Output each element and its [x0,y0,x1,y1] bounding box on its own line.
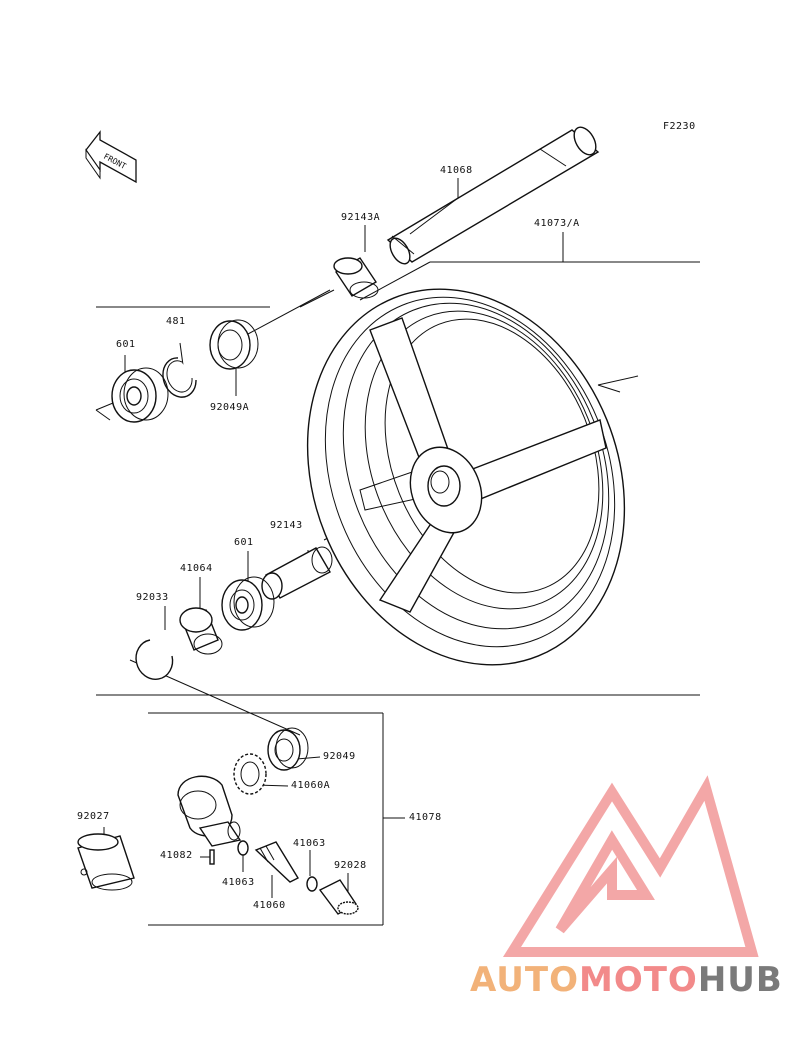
label-601-upper: 601 [116,339,136,350]
collar-92027 [77,833,135,891]
label-92028: 92028 [334,860,367,871]
circlip-92033 [135,639,174,680]
label-41063-a: 41063 [222,877,255,888]
watermark-logo [502,775,759,957]
label-601-lower: 601 [234,537,254,548]
collar-92143 [261,546,333,600]
label-41082: 41082 [160,850,193,861]
gear-41060a [233,753,267,795]
label-41060: 41060 [253,900,286,911]
seal-92049 [267,727,309,771]
label-92033: 92033 [136,592,169,603]
bearing-601-upper [111,367,169,423]
label-481: 481 [166,316,186,327]
washer-41063-a [237,840,249,856]
front-arrow-icon: FRONT [85,130,137,184]
circlip-481 [162,357,197,398]
label-92049: 92049 [323,751,356,762]
collar-41064 [179,607,223,655]
diagram-code: F2230 [663,121,696,132]
speedometer-gearbox [177,775,242,847]
label-41078: 41078 [409,812,442,823]
label-92027: 92027 [77,811,110,822]
watermark-hub: HUB [697,960,783,1000]
seal-92049a [209,319,259,370]
wheel [306,288,626,666]
bearing-601-lower [221,576,275,631]
bushing-92028 [318,879,359,915]
label-41068: 41068 [440,165,473,176]
label-92143: 92143 [270,520,303,531]
collar-92143a [333,257,379,299]
label-41060a: 41060A [291,780,331,791]
label-41064: 41064 [180,563,213,574]
label-41063-b: 41063 [293,838,326,849]
watermark-auto: AUTO [470,960,579,1000]
watermark-text: AUTOMOTOHUB [470,960,783,1000]
axle [386,126,600,265]
watermark-moto: MOTO [578,960,698,1000]
pin-41082 [209,849,215,865]
label-41073a: 41073/A [534,218,580,229]
label-92049a: 92049A [210,402,250,413]
pinion-41060 [254,841,299,883]
washer-41063-b [306,876,318,892]
label-92143a: 92143A [341,212,381,223]
